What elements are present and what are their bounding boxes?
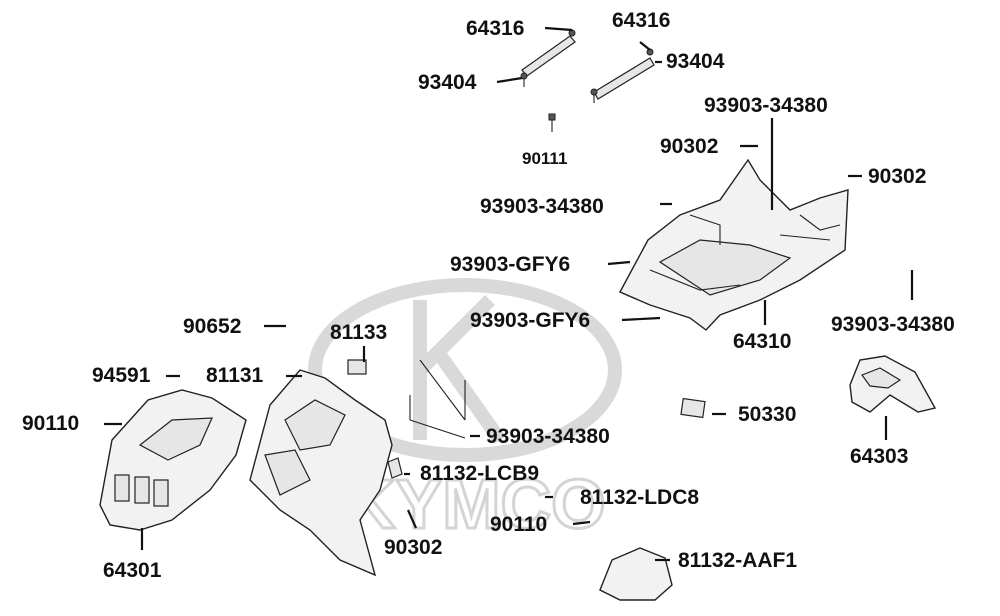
label-90111: 90111 bbox=[522, 149, 568, 168]
part-81132-lcb9 bbox=[387, 457, 403, 479]
label-93903-gfy6-b: 93903-GFY6 bbox=[470, 309, 591, 332]
label-64310: 64310 bbox=[733, 330, 792, 353]
label-64316-left: 64316 bbox=[466, 17, 525, 40]
label-81133: 81133 bbox=[330, 321, 388, 344]
label-93404-left: 93404 bbox=[418, 71, 477, 94]
label-93404-right: 93404 bbox=[666, 50, 725, 73]
label-90652: 90652 bbox=[183, 315, 242, 338]
front-cover-64301 bbox=[99, 389, 247, 531]
label-90302-a: 90302 bbox=[660, 135, 719, 158]
watermark-brand: KYMCO bbox=[345, 465, 606, 543]
label-90110-a: 90110 bbox=[22, 412, 80, 435]
label-93903-34380-right: 93903-34380 bbox=[831, 313, 955, 336]
label-50330: 50330 bbox=[738, 403, 797, 426]
label-90302-b: 90302 bbox=[868, 165, 927, 188]
kymco-watermark: KYMCO bbox=[308, 278, 622, 545]
leader-lines bbox=[104, 26, 914, 562]
label-94591: 94591 bbox=[92, 364, 151, 387]
label-93903-34380-top: 93903-34380 bbox=[704, 94, 828, 117]
label-64303: 64303 bbox=[850, 445, 909, 468]
label-64316-right: 64316 bbox=[612, 9, 671, 32]
stay-left bbox=[520, 29, 576, 87]
sheet-50330 bbox=[680, 397, 706, 419]
stay-right bbox=[590, 48, 655, 103]
label-93903-gfy6-a: 93903-GFY6 bbox=[450, 253, 571, 276]
label-90110-b: 90110 bbox=[490, 513, 548, 536]
part-81132-aaf1 bbox=[599, 547, 673, 601]
panel-64303 bbox=[849, 355, 937, 413]
bolt-90111 bbox=[548, 113, 556, 132]
rod-93903-34380-low bbox=[409, 359, 466, 439]
part-81133 bbox=[347, 359, 367, 375]
label-81132-aaf1: 81132-AAF1 bbox=[678, 549, 798, 572]
label-64301: 64301 bbox=[103, 559, 162, 582]
label-93903-34380-mid: 93903-34380 bbox=[480, 195, 604, 218]
label-81132-lcb9: 81132-LCB9 bbox=[420, 462, 540, 485]
inner-cover-81131 bbox=[249, 369, 393, 577]
floor-panel-64310 bbox=[619, 158, 849, 331]
label-81131: 81131 bbox=[206, 364, 264, 387]
label-81132-ldc8: 81132-LDC8 bbox=[580, 486, 700, 509]
label-93903-34380-low: 93903-34380 bbox=[486, 425, 610, 448]
label-90302-c: 90302 bbox=[384, 536, 443, 559]
